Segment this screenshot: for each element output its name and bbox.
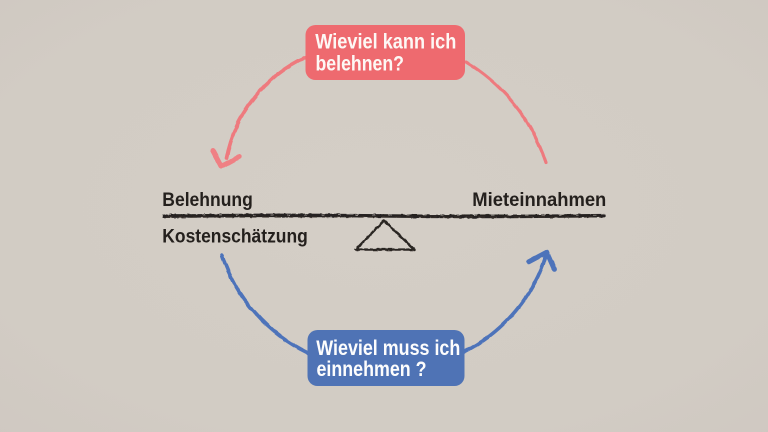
svg-text:Wieviel muss ich: Wieviel muss ich (316, 336, 460, 360)
svg-text:Belehnung: Belehnung (162, 189, 253, 211)
svg-text:einnehmen ?: einnehmen ? (317, 357, 427, 381)
svg-text:Wieviel kann ich: Wieviel kann ich (315, 30, 456, 54)
svg-text:belehnen?: belehnen? (316, 52, 405, 76)
svg-text:Kostenschätzung: Kostenschätzung (162, 226, 307, 248)
svg-text:Mieteinnahmen: Mieteinnahmen (472, 189, 606, 211)
